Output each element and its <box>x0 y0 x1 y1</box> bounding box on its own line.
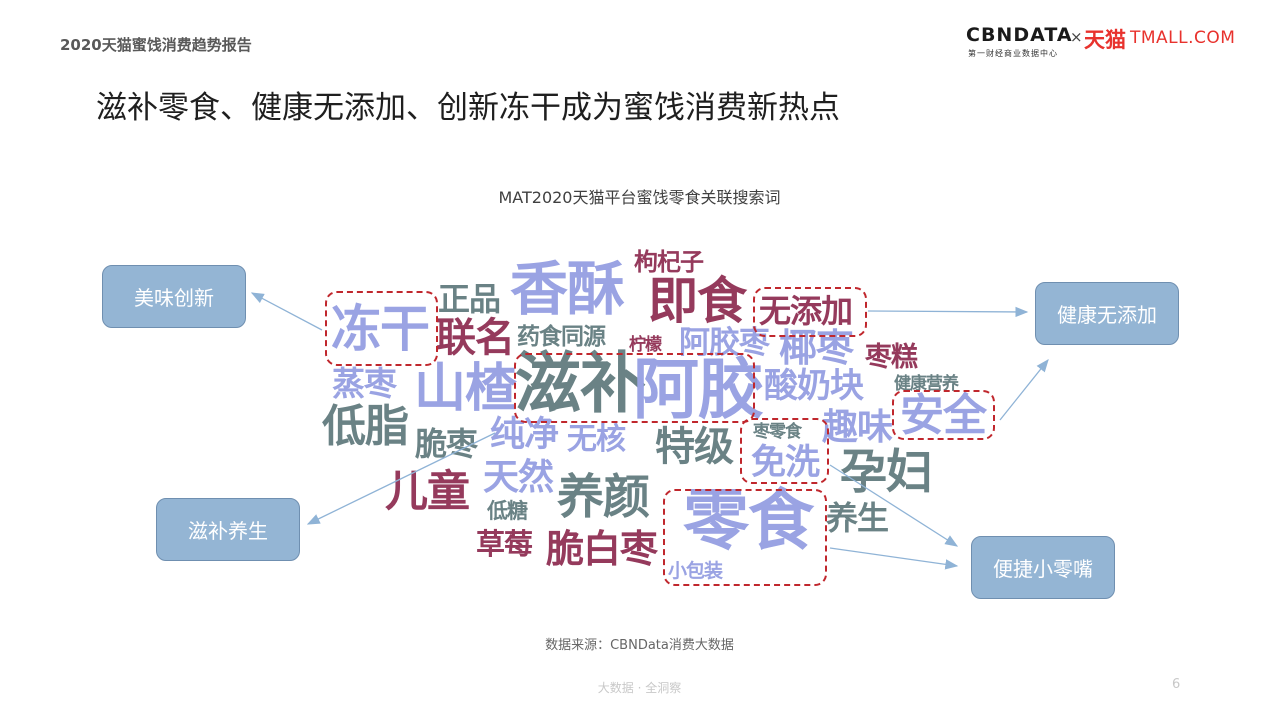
cloud-word: 无添加 <box>759 292 853 330</box>
cloud-word: 枸杞子 <box>634 248 704 276</box>
cloud-word: 纯净 <box>490 415 559 455</box>
cloud-word: 无核 <box>567 422 626 457</box>
footer-slogan: 大数据 · 全洞察 <box>597 681 682 695</box>
highlight-box <box>753 287 867 337</box>
report-name: 2020天猫蜜饯消费趋势报告 <box>60 36 252 54</box>
cloud-word: 孕妇 <box>840 445 933 500</box>
cloud-word: 联名 <box>436 315 515 361</box>
arrow-to-flavor-innovation <box>250 292 323 331</box>
cloud-word: 枣零食 <box>753 422 802 442</box>
tmall-logo-en: TMALL.COM <box>1130 28 1236 48</box>
cloud-word: 特级 <box>655 424 734 470</box>
cloud-word: 健康营养 <box>894 374 959 394</box>
cloud-word: 养生 <box>826 499 889 537</box>
highlight-box <box>740 418 829 484</box>
tag-nourishing-health: 滋补养生 <box>156 498 300 561</box>
cloud-word: 药食同源 <box>517 324 606 350</box>
arrow-to-nourishing-health <box>306 432 496 525</box>
cloud-word: 山楂 <box>414 359 517 419</box>
arrow-to-healthy-no-additives-2 <box>999 358 1049 421</box>
highlight-box <box>514 353 755 423</box>
cloud-word: 儿童 <box>385 467 470 517</box>
highlight-box <box>325 291 438 366</box>
arrow-to-healthy-no-additives <box>867 306 1029 318</box>
cloud-word: 冻干 <box>331 300 430 358</box>
cloud-word: 滋补 <box>515 345 646 422</box>
cloud-word: 酸奶块 <box>764 366 864 406</box>
highlight-box <box>663 489 827 586</box>
page-number: 6 <box>1172 677 1181 692</box>
cloud-word: 枣糕 <box>865 342 918 373</box>
cloud-word: 脆枣 <box>415 425 478 463</box>
cloud-word: 香酥 <box>510 255 625 323</box>
cloud-word: 脆白枣 <box>546 527 658 571</box>
highlight-box <box>892 390 995 440</box>
cloud-word: 趣味 <box>822 407 893 448</box>
cloud-word: 蒸枣 <box>332 364 397 403</box>
cloud-word: 免洗 <box>751 443 820 483</box>
cloud-word: 小包装 <box>668 560 723 582</box>
cbndata-logo-subtitle: 第一财经商业数据中心 <box>968 49 1058 58</box>
cloud-word: 低脂 <box>322 401 409 452</box>
cbndata-logo-text: CBNDATA <box>966 24 1073 46</box>
cloud-word: 养颜 <box>557 470 650 525</box>
times-icon: × <box>1070 28 1083 46</box>
tmall-logo-cn: 天猫 <box>1084 28 1126 52</box>
cloud-word: 草莓 <box>476 527 533 561</box>
chart-title: MAT2020天猫平台蜜饯零食关联搜索词 <box>498 188 781 207</box>
cloud-word: 零食 <box>683 482 814 559</box>
tag-convenient-snack: 便捷小零嘴 <box>971 536 1115 599</box>
arrow-to-convenient-snack <box>829 464 959 547</box>
data-source: 数据来源：CBNData消费大数据 <box>545 638 734 653</box>
cloud-word: 低糖 <box>487 499 528 523</box>
tag-healthy-no-additives: 健康无添加 <box>1035 282 1179 345</box>
cloud-word: 天然 <box>483 457 554 498</box>
cloud-word: 即食 <box>648 272 747 330</box>
slide-title: 滋补零食、健康无添加、创新冻干成为蜜饯消费新热点 <box>96 90 840 126</box>
tag-flavor-innovation: 美味创新 <box>102 265 246 328</box>
cbndata-tmall-logo: CBNDATA 第一财经商业数据中心 × 天猫 TMALL.COM <box>966 24 1246 64</box>
cloud-word: 安全 <box>900 390 987 441</box>
cloud-word: 正品 <box>438 280 501 318</box>
arrow-to-convenient-snack-2 <box>829 547 959 570</box>
cloud-word: 柠檬 <box>629 335 662 355</box>
cloud-word: 阿胶 <box>633 351 764 428</box>
